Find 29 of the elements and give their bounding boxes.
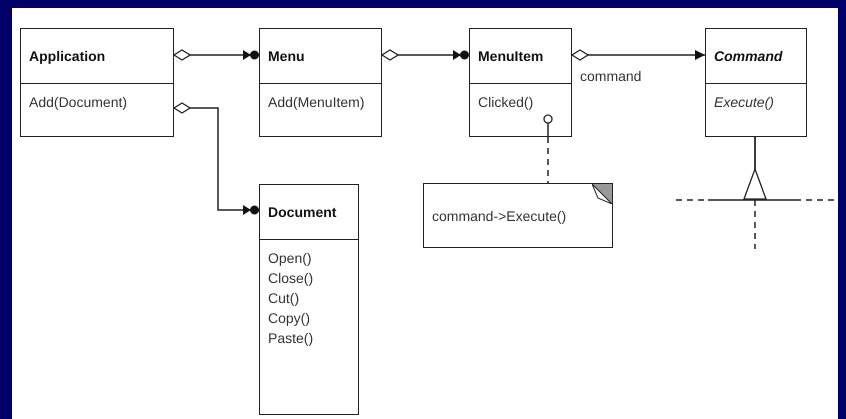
note-box	[423, 183, 613, 248]
association-arrow	[173, 49, 259, 61]
association-arrow	[571, 49, 705, 61]
method-name: Paste()	[268, 330, 314, 346]
method-name: Cut()	[268, 290, 300, 306]
note-text: command->Execute()	[432, 208, 566, 224]
method-name: Execute()	[714, 94, 774, 110]
method-name: Copy()	[268, 310, 310, 326]
edge-label: command	[580, 68, 642, 84]
class-name: Document	[260, 185, 358, 240]
method-name: Add(MenuItem)	[268, 94, 364, 110]
method-name: Add(Document)	[29, 94, 128, 110]
class-name: Menu	[260, 29, 381, 84]
class-box	[705, 28, 807, 137]
method-name: Clicked()	[478, 94, 534, 110]
class-name: Application	[21, 29, 173, 84]
class-box	[259, 28, 382, 137]
class-box	[259, 184, 359, 415]
class-box	[469, 28, 572, 137]
association-arrow	[173, 102, 259, 215]
method-name: Close()	[268, 270, 314, 286]
inheritance-arrow	[743, 136, 767, 200]
dashed-connector	[543, 114, 553, 183]
subclass-placeholder-drawing	[676, 199, 836, 249]
class-box	[20, 28, 174, 137]
class-name: Command	[706, 29, 806, 84]
association-arrow	[381, 49, 469, 61]
class-name: MenuItem	[470, 29, 571, 84]
method-name: Open()	[268, 250, 312, 266]
